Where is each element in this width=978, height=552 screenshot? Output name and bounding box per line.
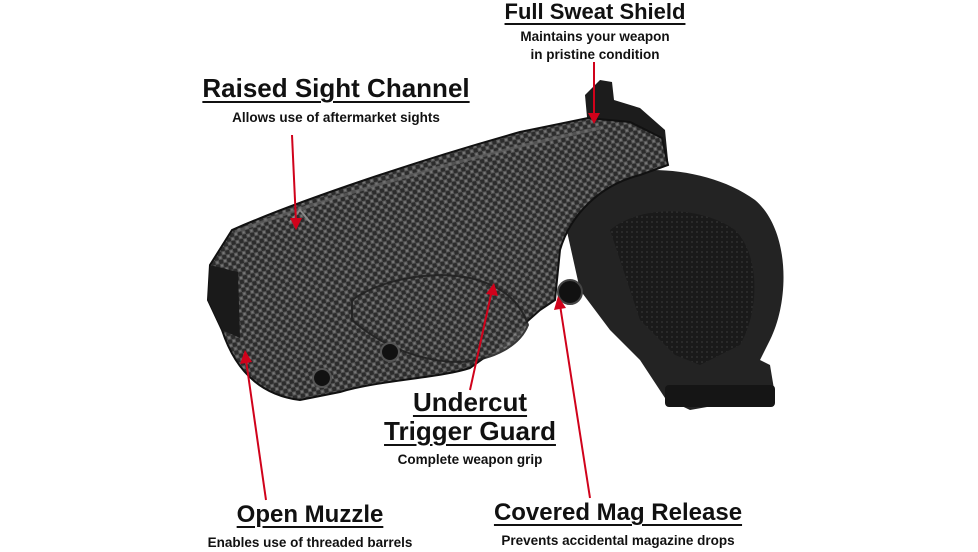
callout-title-line: Trigger Guard	[384, 415, 556, 446]
callout-desc-line: in pristine condition	[530, 46, 660, 62]
arrow-muzzle	[245, 359, 267, 501]
callout-title: Undercut Trigger Guard	[380, 388, 560, 445]
holster	[206, 116, 670, 402]
callout-desc: Complete weapon grip	[397, 452, 543, 468]
callout-arrows	[240, 62, 600, 501]
callout-mag-release: Covered Mag Release Prevents accidental …	[478, 499, 758, 550]
callout-desc: Allows use of aftermarket sights	[232, 109, 440, 125]
callout-desc: Maintains your weapon in pristine condit…	[485, 28, 705, 63]
arrow-trigger-guard	[469, 289, 493, 391]
callout-desc: Prevents accidental magazine drops	[501, 533, 735, 549]
callout-title: Full Sweat Shield	[504, 0, 686, 24]
arrow-mag-release	[559, 304, 591, 499]
callout-title: Covered Mag Release	[493, 499, 743, 526]
callout-desc: Enables use of threaded barrels	[207, 535, 413, 551]
callout-title: Open Muzzle	[236, 501, 384, 528]
callout-sight-channel: Raised Sight Channel Allows use of after…	[190, 74, 482, 126]
arrow-sight-channel	[291, 134, 297, 223]
callout-desc-line: Maintains your weapon	[520, 29, 670, 45]
callout-title-line: Undercut	[412, 387, 528, 417]
callout-trigger-guard: Undercut Trigger Guard Complete weapon g…	[380, 388, 560, 469]
callout-sweat-shield: Full Sweat Shield Maintains your weapon …	[485, 0, 705, 63]
callout-muzzle: Open Muzzle Enables use of threaded barr…	[190, 501, 430, 552]
callout-title: Raised Sight Channel	[202, 73, 470, 103]
